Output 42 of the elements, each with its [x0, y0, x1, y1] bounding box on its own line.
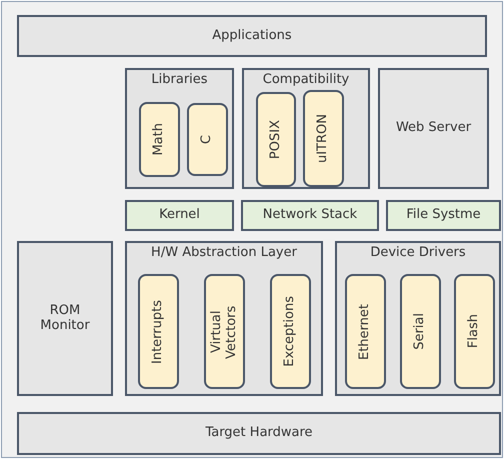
group-title: Compatibility: [262, 71, 350, 88]
group-box: [242, 68, 370, 189]
module-label: uITRON: [316, 114, 331, 163]
layer-box: [125, 200, 234, 231]
group-title: Libraries: [150, 71, 209, 88]
module-label: Interrupts: [151, 300, 166, 364]
module-label: File Systme: [405, 208, 482, 223]
layer-box: [378, 68, 489, 189]
group-title: Device Drivers: [369, 244, 467, 261]
layer-box: [386, 200, 501, 231]
module-label: Ethernet: [358, 304, 373, 360]
module-label: Flash: [467, 314, 482, 349]
group-title: H/W Abstraction Layer: [150, 244, 298, 261]
module-box: [400, 274, 441, 389]
layer-box: [17, 241, 113, 396]
module-label: Virtual Vetctors: [210, 304, 240, 361]
module-label: Kernel: [158, 208, 201, 223]
module-box: [139, 102, 180, 177]
module-label: Target Hardware: [204, 426, 314, 441]
module-box: [270, 274, 311, 389]
group-box: [125, 241, 323, 396]
module-label: C: [200, 134, 215, 144]
module-box: [187, 103, 228, 176]
module-label: Exceptions: [283, 296, 298, 367]
module-label: Web Server: [394, 121, 472, 136]
module-box: [345, 274, 386, 389]
layer-box: [17, 412, 501, 455]
module-box: [454, 274, 495, 389]
module-label: Math: [152, 123, 167, 156]
module-label: Applications: [211, 28, 293, 44]
group-box: [335, 241, 501, 396]
layer-box: [241, 200, 379, 231]
module-label: ROM Monitor: [39, 304, 91, 334]
module-box: [204, 274, 245, 389]
module-box: [138, 274, 179, 389]
module-label: POSIX: [268, 120, 284, 160]
group-box: [125, 68, 234, 189]
module-label: Network Stack: [262, 208, 358, 223]
layer-box: [17, 15, 487, 57]
module-box: [256, 92, 296, 187]
module-box: [303, 90, 344, 187]
module-label: Serial: [413, 313, 428, 350]
